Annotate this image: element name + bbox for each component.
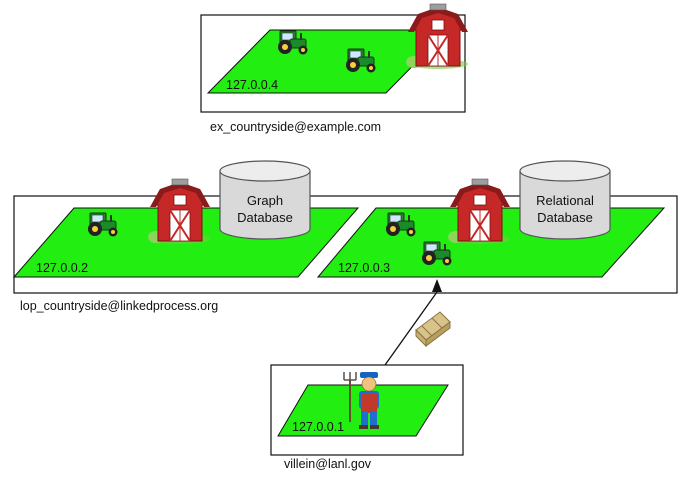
arrow-up-icon [379,291,438,373]
middle-left-farm-ip: 127.0.0.2 [36,261,88,275]
relational-database-label-line1: Relational [536,193,594,208]
middle-right-farm-ip: 127.0.0.3 [338,261,390,275]
top-farm-ip: 127.0.0.4 [226,78,278,92]
relational-database-label-line2: Database [537,210,593,225]
graph-database-label-line1: Graph [247,193,283,208]
middle-site-label: lop_countryside@linkedprocess.org [20,299,219,313]
bottom-farm-ip: 127.0.0.1 [292,420,344,434]
graph-database-label-line2: Database [237,210,293,225]
hay-bale-icon [415,311,451,347]
top-site-label: ex_countryside@example.com [210,120,382,134]
arrow-head [432,279,442,292]
bottom-site-label: villein@lanl.gov [284,457,372,471]
top-farm-field [206,29,450,94]
